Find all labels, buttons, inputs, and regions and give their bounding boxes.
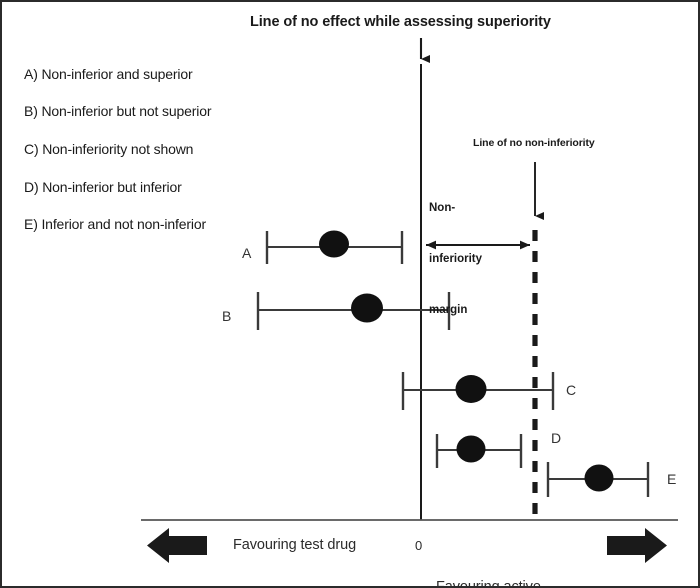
row-letter-c: C [566,382,577,398]
ci-point-estimate-B [351,293,383,323]
margin-label-line-1: Non- [429,202,456,214]
ci-row-B [256,292,451,330]
ci-row-D [435,434,523,468]
row-letter-d: D [551,430,562,446]
ci-point-estimate-C [455,375,487,403]
ci-point-estimate-E [584,464,614,492]
margin-label-line-2: inferiority [429,253,483,265]
margin-label-line-3: margin [429,304,468,316]
row-letter-b: B [222,308,232,324]
axis-label-right-line-1: Favouring active [436,579,541,588]
ci-point-estimate-A [319,230,349,258]
right-arrow-icon [607,528,667,563]
axis-zero-tick-label: 0 [415,538,423,553]
legend-item-b: B) Non-inferior but not superior [24,103,212,119]
ci-row-A [265,230,404,264]
ci-point-estimate-D [456,435,486,463]
axis-label-left: Favouring test drug [233,537,357,553]
left-arrow-icon [147,528,207,563]
row-letter-a: A [242,245,252,261]
figure-title: Line of no effect while assessing superi… [250,14,551,30]
row-letter-e: E [667,471,677,487]
ci-row-E [546,462,650,497]
non-inferiority-margin-label: Non- inferiority margin [429,166,482,353]
legend-item-a: A) Non-inferior and superior [24,66,193,82]
legend-item-d: D) Non-inferior but inferior [24,179,182,195]
ci-row-C [401,372,555,410]
legend-item-e: E) Inferior and not non-inferior [24,216,206,232]
line-of-no-non-inferiority-label: Line of no non-inferiority [473,137,595,149]
axis-label-right: Favouring active control [436,535,541,588]
legend-item-c: C) Non-inferiority not shown [24,141,194,157]
